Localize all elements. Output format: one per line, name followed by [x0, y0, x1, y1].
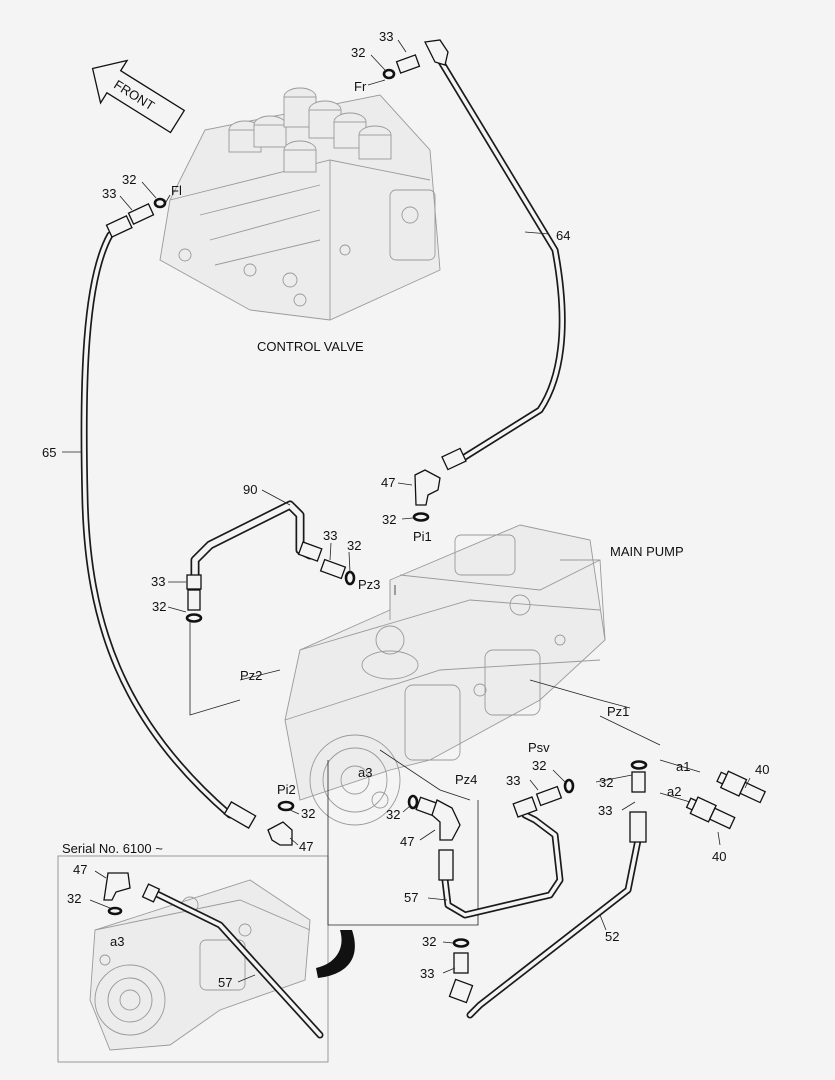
- serial-number-label: Serial No. 6100 ~: [62, 841, 163, 856]
- part-33-top-left: 33: [102, 186, 116, 201]
- part-32-top-left: 32: [122, 172, 136, 187]
- part-32-pi2: 32: [301, 806, 315, 821]
- port-pz2: Pz2: [240, 668, 262, 683]
- port-pi1: Pi1: [413, 529, 432, 544]
- control-valve-drawing: [159, 87, 441, 321]
- part-57-inset: 57: [218, 975, 232, 990]
- part-47-pi1: 47: [381, 475, 395, 490]
- part-57: 57: [404, 890, 418, 905]
- part-32-psv: 32: [532, 758, 546, 773]
- part-47-pi2: 47: [299, 839, 313, 854]
- part-33-psv: 33: [506, 773, 520, 788]
- port-a3-inset: a3: [110, 934, 124, 949]
- port-pz1: Pz1: [607, 704, 629, 719]
- port-fl: Fl: [171, 183, 182, 198]
- hose-64: [436, 56, 566, 464]
- part-32-a3: 32: [386, 807, 400, 822]
- fittings: [105, 39, 767, 1004]
- port-pi2: Pi2: [277, 782, 296, 797]
- part-33-pipe90: 33: [151, 574, 165, 589]
- part-33-pz3: 33: [323, 528, 337, 543]
- inset-pointer-arrow: [316, 930, 355, 978]
- part-33-top-right: 33: [379, 29, 393, 44]
- part-64: 64: [556, 228, 570, 243]
- part-47-a3: 47: [400, 834, 414, 849]
- part-33-pz1: 33: [598, 803, 612, 818]
- part-40-a1: 40: [755, 762, 769, 777]
- part-65: 65: [42, 445, 56, 460]
- part-32-pipe90: 32: [152, 599, 166, 614]
- part-32-pz1: 32: [599, 775, 613, 790]
- main-pump-drawing: [284, 524, 606, 826]
- port-pz4: Pz4: [455, 772, 477, 787]
- part-33-lower: 33: [420, 966, 434, 981]
- routing-lines: [189, 585, 701, 926]
- hose-52: [466, 836, 642, 1019]
- front-arrow: FRONT: [91, 59, 186, 134]
- part-52: 52: [605, 929, 619, 944]
- port-pz3: Pz3: [358, 577, 380, 592]
- pipe-90: [190, 500, 315, 580]
- part-32-top-right: 32: [351, 45, 365, 60]
- port-fr: Fr: [354, 79, 367, 94]
- hose-57: [441, 811, 564, 919]
- part-90: 90: [243, 482, 257, 497]
- main-pump-label: MAIN PUMP: [610, 544, 684, 559]
- part-32-inset: 32: [67, 891, 81, 906]
- part-32-lower: 32: [422, 934, 436, 949]
- part-40-a2: 40: [712, 849, 726, 864]
- part-32-pi1: 32: [382, 512, 396, 527]
- port-a3: a3: [358, 765, 372, 780]
- inset-panel: [57, 855, 329, 1063]
- port-a1: a1: [676, 759, 690, 774]
- leader-lines: [62, 39, 751, 983]
- part-47-inset: 47: [73, 862, 87, 877]
- port-a2: a2: [667, 784, 681, 799]
- control-valve-label: CONTROL VALVE: [257, 339, 364, 354]
- part-32-pz3: 32: [347, 538, 361, 553]
- port-psv: Psv: [528, 740, 550, 755]
- hose-65: [80, 231, 234, 819]
